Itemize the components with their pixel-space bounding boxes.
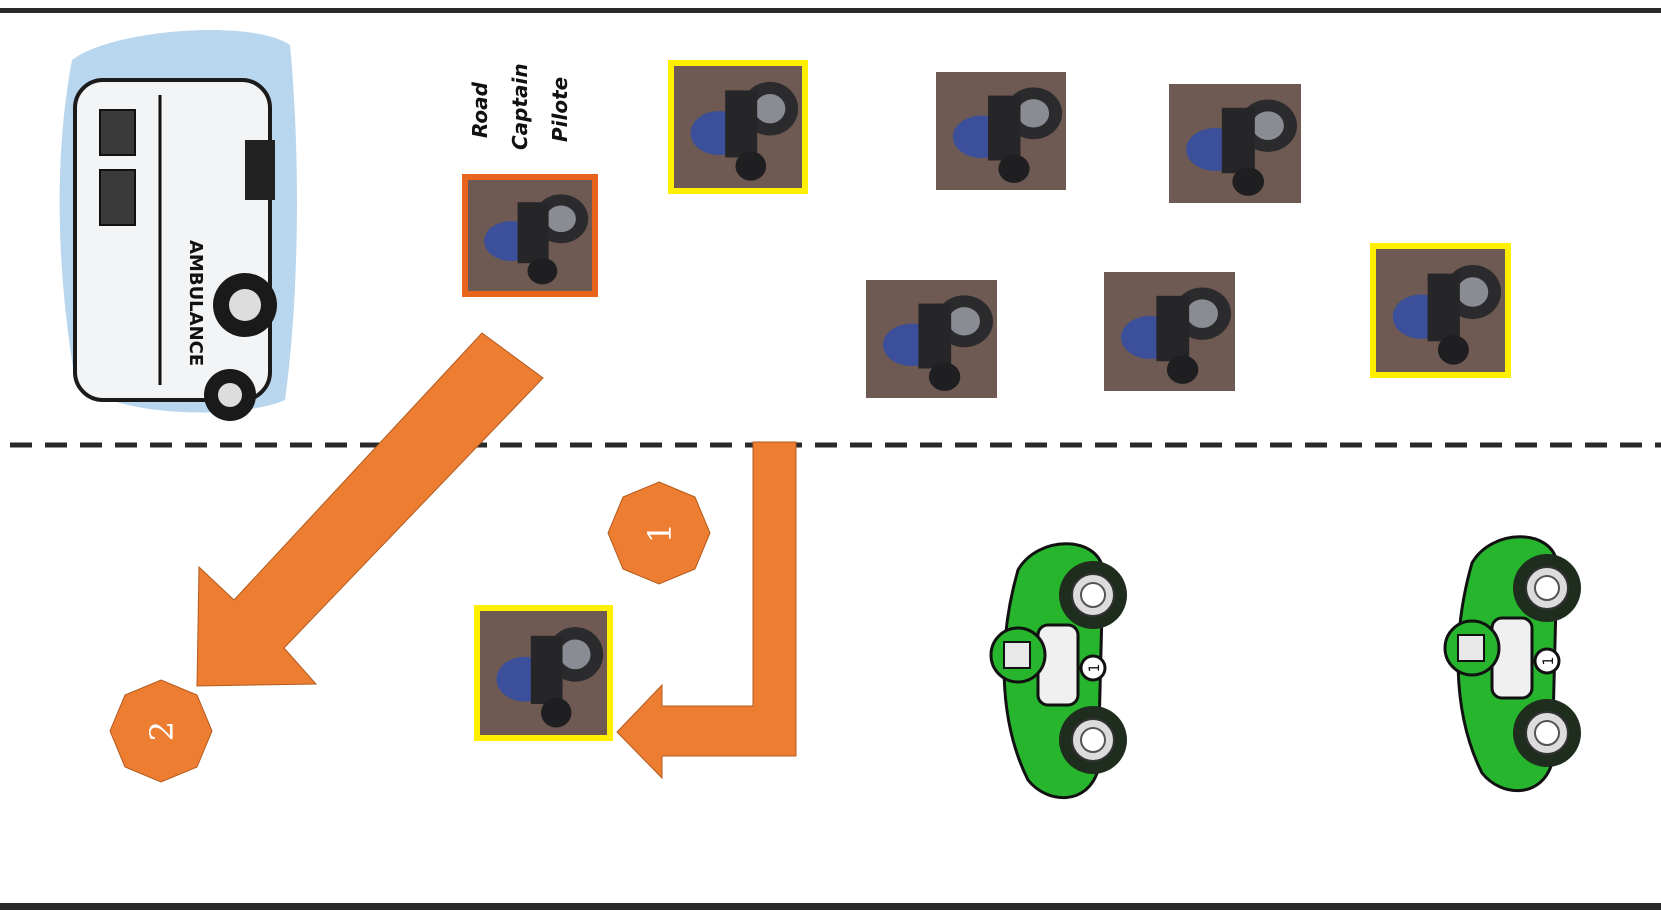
road-edge-top [0, 8, 1661, 13]
leader-motorcycle [462, 174, 598, 297]
race-car-icon [1445, 537, 1581, 791]
motorcycle-photo-icon [936, 72, 1066, 190]
escort-motorcycle [668, 60, 808, 194]
motorcycle-photo-icon [1104, 272, 1235, 391]
race-car-icon [991, 544, 1127, 798]
motorcycle-photo-icon [480, 611, 607, 735]
ambulance-icon: AMBULANCE [59, 29, 297, 421]
step-1-marker: 1 [607, 481, 711, 585]
motorcycle [1169, 84, 1301, 203]
motorcycle-photo-icon [866, 280, 997, 398]
motorcycle-photo-icon [1169, 84, 1301, 203]
motorcycle [936, 72, 1066, 190]
road-edge-bottom [0, 903, 1661, 910]
motorcycle [1104, 272, 1235, 391]
motorcycle-photo-icon [674, 66, 802, 188]
step-2-number: 2 [143, 721, 181, 741]
step-2-marker: 2 [109, 679, 213, 783]
motorcycle-photo-icon [468, 180, 592, 291]
motorcycle [866, 280, 997, 398]
role-label-captain: Captain [508, 63, 532, 150]
escort-motorcycle [1370, 243, 1511, 378]
escort-motorcycle-moved [474, 605, 613, 741]
l-shaped-arrow [616, 441, 797, 780]
step-1-number: 1 [641, 523, 679, 543]
role-label-pilote: Pilote [548, 76, 572, 142]
svg-text:AMBULANCE: AMBULANCE [185, 240, 206, 366]
role-label-road: Road [468, 82, 492, 138]
diagonal-arrow [196, 332, 544, 687]
motorcycle-photo-icon [1376, 249, 1505, 372]
